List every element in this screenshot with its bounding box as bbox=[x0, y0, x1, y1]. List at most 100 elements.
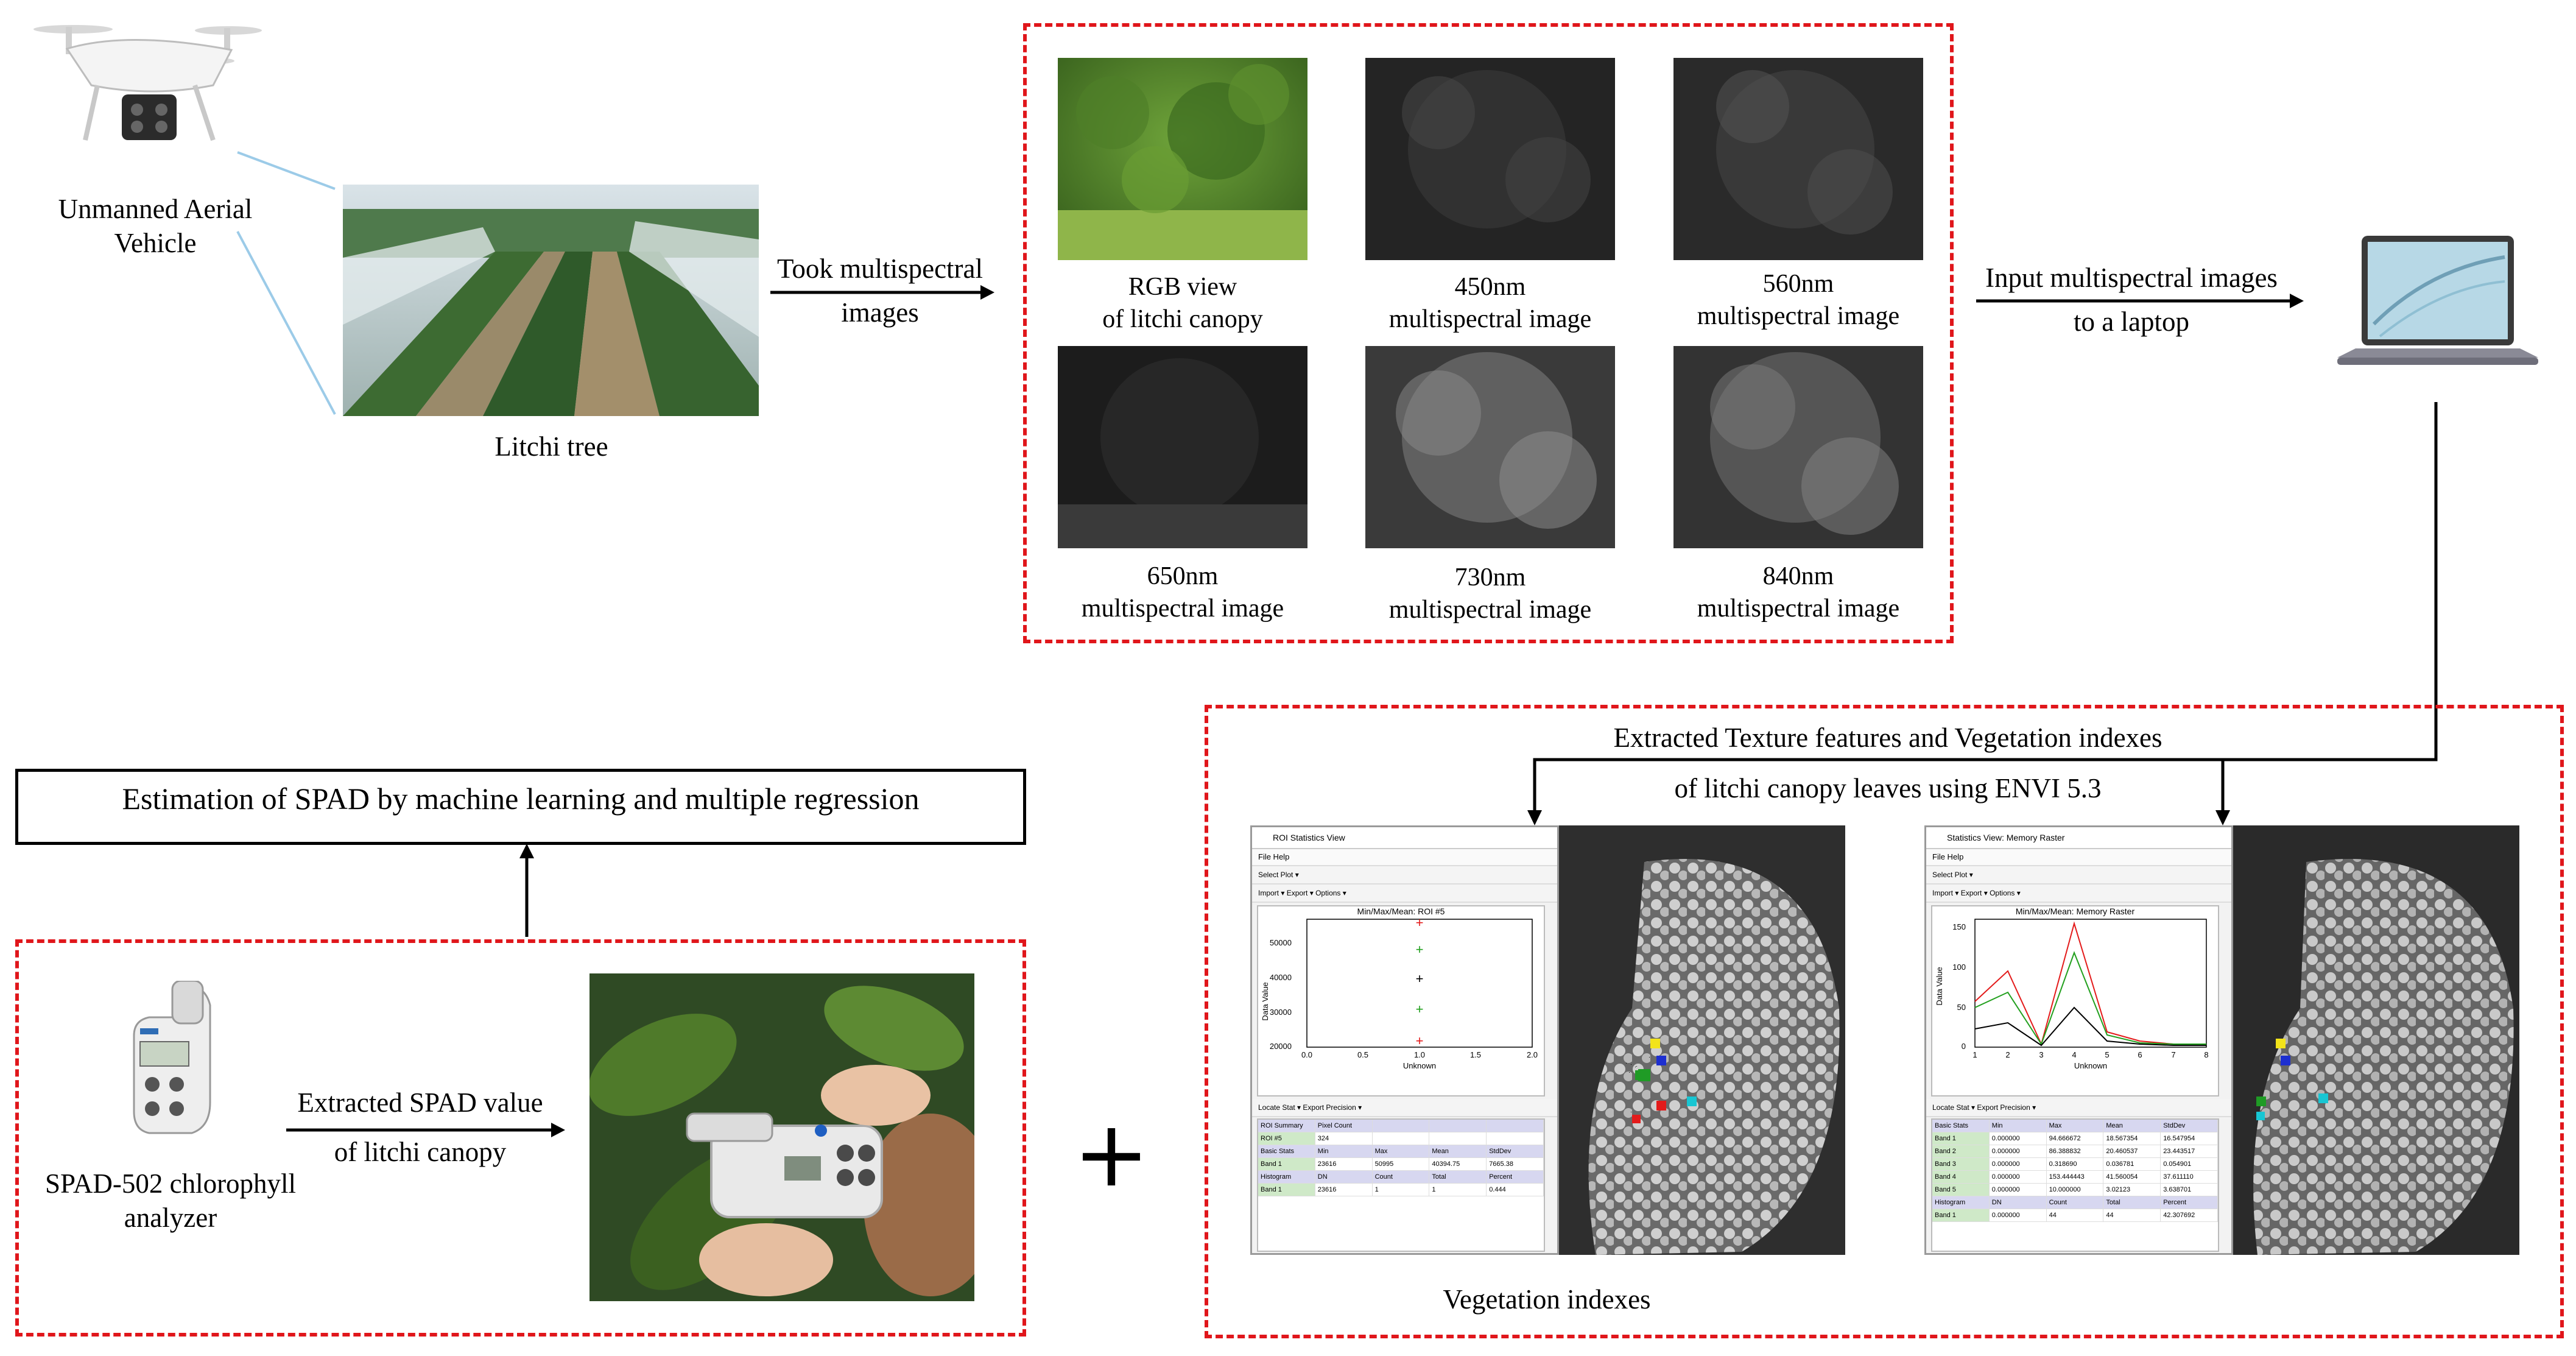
table-cell: StdDev bbox=[1487, 1145, 1544, 1157]
table-cell: Count bbox=[1372, 1171, 1430, 1183]
table-cell: Band 4 bbox=[1932, 1171, 1990, 1183]
table-cell: 0.000000 bbox=[1990, 1158, 2047, 1170]
table-cell: 23616 bbox=[1315, 1158, 1373, 1170]
table-cell: 153.444443 bbox=[2047, 1171, 2104, 1183]
table-cell: 0.000000 bbox=[1990, 1132, 2047, 1145]
table-cell: 23616 bbox=[1315, 1184, 1373, 1196]
x-tick: 2 bbox=[2005, 1050, 2010, 1059]
svg-text:+: + bbox=[1416, 942, 1424, 957]
table-cell: 3.638701 bbox=[2161, 1184, 2218, 1196]
y-tick: 50 bbox=[1957, 1003, 1966, 1012]
extracted-features-label: Extracted Texture features and Vegetatio… bbox=[1613, 722, 2163, 804]
roi-plot-area: Min/Max/Mean: ROI #5 Data Value 50000 40… bbox=[1257, 905, 1545, 1096]
stats-toolbar[interactable]: Locate Stat ▾ Export Precision ▾ bbox=[1252, 1099, 1557, 1117]
plot-title: Min/Max/Mean: ROI #5 bbox=[1357, 906, 1445, 916]
table-cell bbox=[1487, 1120, 1544, 1132]
y-tick: 40000 bbox=[1270, 973, 1292, 982]
y-tick: 100 bbox=[1952, 962, 1966, 972]
table-cell: 0.444 bbox=[1487, 1184, 1544, 1196]
table-cell: Band 1 bbox=[1258, 1184, 1315, 1196]
table-cell: 324 bbox=[1315, 1132, 1373, 1145]
table-cell: 1 bbox=[1373, 1184, 1430, 1196]
vegetation-indexes-label: Vegetation indexes bbox=[1443, 1284, 1651, 1315]
uav-beam bbox=[236, 151, 336, 415]
arrow-to-laptop bbox=[1976, 294, 2304, 308]
x-tick: 1 bbox=[1972, 1050, 1977, 1059]
spad-502-device-icon bbox=[125, 980, 216, 1139]
table-cell: 86.388832 bbox=[2047, 1145, 2104, 1157]
window-menu[interactable]: File Help bbox=[1252, 849, 1557, 866]
560nm-image bbox=[1673, 58, 1923, 260]
table-cell: 50995 bbox=[1373, 1158, 1430, 1170]
multispectral-images-box bbox=[1023, 23, 1954, 643]
table-cell: 18.567354 bbox=[2103, 1132, 2161, 1145]
select-plot-button[interactable]: Select Plot ▾ bbox=[1252, 866, 1557, 885]
table-cell: Band 1 bbox=[1258, 1158, 1315, 1170]
x-tick: 2.0 bbox=[1527, 1050, 1538, 1059]
drone-icon bbox=[33, 25, 262, 141]
table-cell bbox=[1429, 1120, 1487, 1132]
litchi-tree-label: Litchi tree bbox=[494, 431, 608, 462]
table-cell: Min bbox=[1989, 1120, 2047, 1132]
plot-title: Min/Max/Mean: Memory Raster bbox=[2015, 906, 2135, 916]
stats-toolbar[interactable]: Locate Stat ▾ Export Precision ▾ bbox=[1926, 1099, 2231, 1117]
table-cell: 37.611110 bbox=[2161, 1171, 2218, 1183]
table-cell: 16.547954 bbox=[2161, 1132, 2218, 1145]
table-cell: DN bbox=[1315, 1171, 1373, 1183]
memory-raster-plot-area: Min/Max/Mean: Memory Raster Data Value 1… bbox=[1931, 905, 2219, 1096]
envi-left-canopy-image bbox=[1559, 825, 1845, 1255]
x-tick: 5 bbox=[2105, 1050, 2109, 1059]
730nm-image bbox=[1365, 346, 1615, 548]
spad-measurement-photo bbox=[589, 973, 974, 1301]
y-tick: 50000 bbox=[1270, 938, 1292, 947]
x-tick: 0.0 bbox=[1301, 1050, 1312, 1059]
table-cell: 23.443517 bbox=[2161, 1145, 2218, 1157]
plot-toolbar[interactable]: Import ▾ Export ▾ Options ▾ bbox=[1252, 885, 1557, 903]
table-cell: Band 2 bbox=[1932, 1145, 1990, 1157]
840nm-image bbox=[1673, 346, 1923, 548]
table-cell: Basic Stats bbox=[1258, 1145, 1315, 1157]
table-cell: Band 5 bbox=[1932, 1184, 1990, 1196]
uav-drone-image bbox=[30, 12, 262, 158]
y-tick: 20000 bbox=[1270, 1042, 1292, 1051]
table-cell: Count bbox=[2046, 1196, 2104, 1209]
svg-text:+: + bbox=[1416, 916, 1424, 930]
table-cell: 3.02123 bbox=[2103, 1184, 2161, 1196]
envi-extraction-box bbox=[1205, 705, 2564, 1338]
table-cell bbox=[1487, 1132, 1544, 1145]
select-plot-button[interactable]: Select Plot ▾ bbox=[1926, 866, 2231, 885]
table-cell: 0.036781 bbox=[2103, 1158, 2161, 1170]
y-tick: 150 bbox=[1952, 922, 1966, 931]
window-menu[interactable]: File Help bbox=[1926, 849, 2231, 866]
x-tick: 1.5 bbox=[1470, 1050, 1481, 1059]
estimation-box bbox=[15, 769, 1026, 845]
plot-toolbar[interactable]: Import ▾ Export ▾ Options ▾ bbox=[1926, 885, 2231, 903]
y-tick: 0 bbox=[1962, 1042, 1966, 1051]
table-cell: 44 bbox=[2047, 1209, 2104, 1221]
table-cell: Band 1 bbox=[1932, 1132, 1990, 1145]
window-titlebar: Statistics View: Memory Raster bbox=[1926, 827, 2231, 849]
window-titlebar: ROI Statistics View bbox=[1252, 827, 1557, 849]
x-tick: 3 bbox=[2039, 1050, 2043, 1059]
memory-raster-plot: Data Value 150 100 50 0 1 2 3 4 5 6 7 8 … bbox=[1935, 919, 2209, 1070]
table-cell: Mean bbox=[2103, 1120, 2161, 1132]
table-cell: Histogram bbox=[1258, 1171, 1315, 1183]
table-cell: StdDev bbox=[2161, 1120, 2218, 1132]
x-axis-label: Unknown bbox=[1403, 1061, 1436, 1070]
table-cell: 0.000000 bbox=[1990, 1209, 2047, 1221]
table-cell: Mean bbox=[1429, 1145, 1487, 1157]
